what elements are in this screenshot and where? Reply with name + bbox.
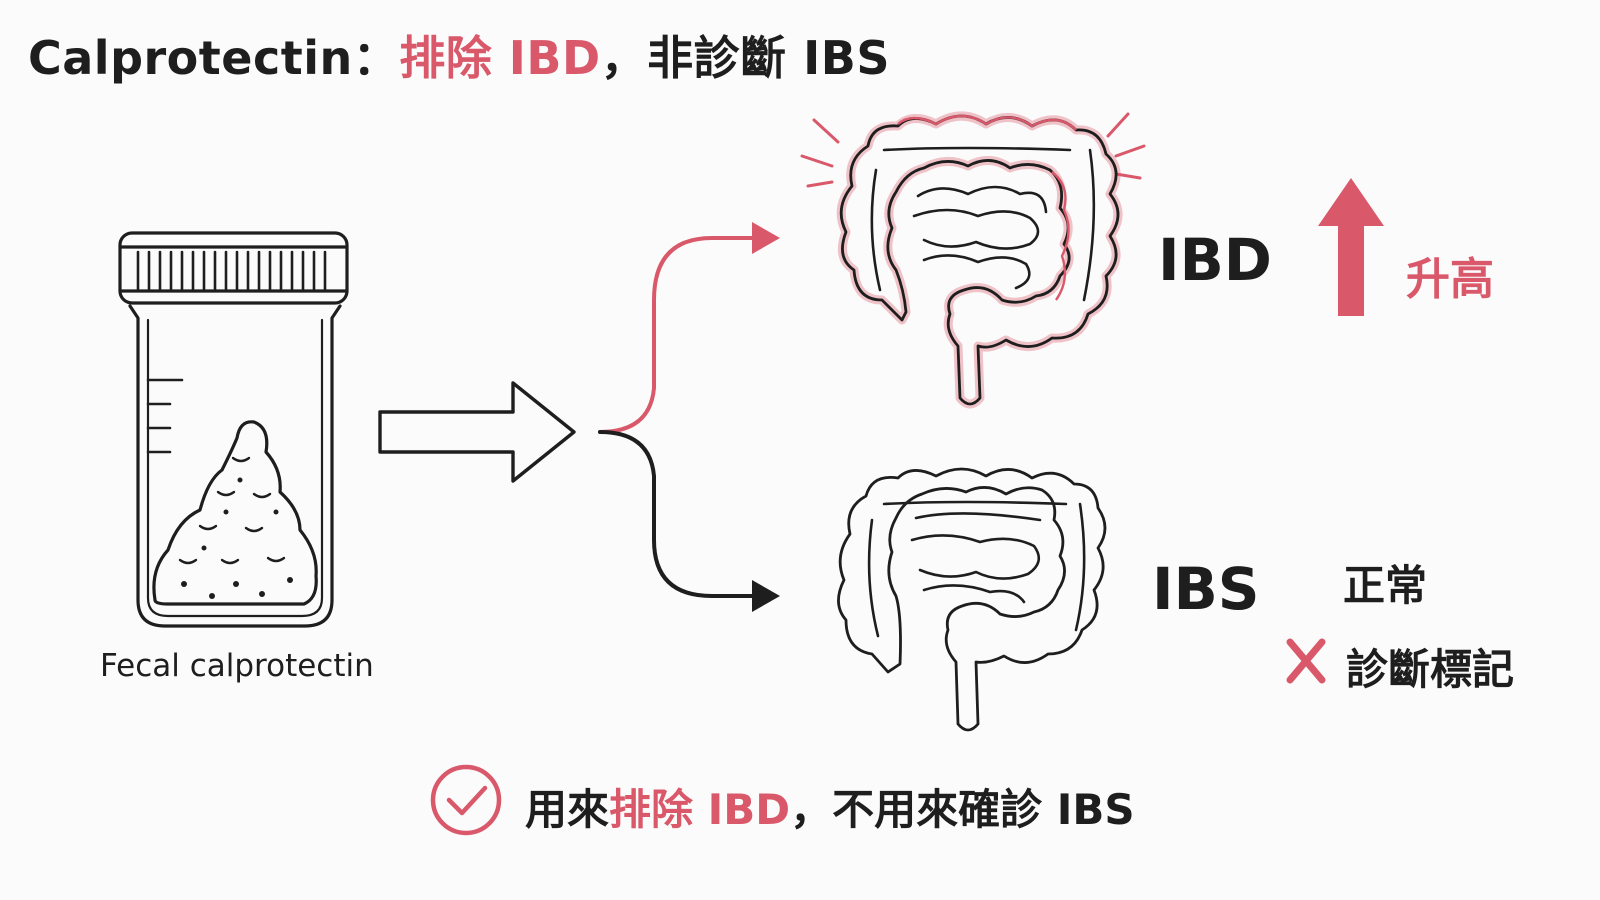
conclusion-part1: 用來 <box>525 785 610 834</box>
arrow-head-icon <box>752 222 780 254</box>
title-prefix: Calprotectin： <box>28 31 400 85</box>
title-suffix: ，非診斷 IBS <box>600 31 890 85</box>
branch-connector <box>598 236 756 598</box>
arrow-head-icon <box>752 580 780 612</box>
conclusion-part2: ，不用來確診 IBS <box>790 785 1135 834</box>
sample-label: Fecal calprotectin <box>100 648 374 684</box>
ibs-status: 正常 <box>1343 561 1428 610</box>
inflamed-colon-icon <box>800 111 1146 409</box>
page-title: Calprotectin：排除 IBD，非診斷 IBS <box>28 22 890 88</box>
check-circle-icon <box>430 764 502 836</box>
cross-icon <box>1286 638 1326 684</box>
ibs-label: IBS <box>1152 555 1260 623</box>
specimen-jar-icon <box>118 231 349 628</box>
conclusion-highlight: 排除 IBD <box>609 785 791 834</box>
title-highlight: 排除 IBD <box>399 31 601 85</box>
conclusion-text: 用來排除 IBD，不用來確診 IBS <box>525 776 1135 837</box>
flow-arrow-icon <box>378 381 576 483</box>
ibd-label: IBD <box>1158 226 1272 294</box>
ibd-status: 升高 <box>1406 254 1494 305</box>
ibs-marker-label: 診斷標記 <box>1346 645 1515 694</box>
up-arrow-icon <box>1318 178 1384 316</box>
normal-colon-icon <box>837 467 1107 732</box>
